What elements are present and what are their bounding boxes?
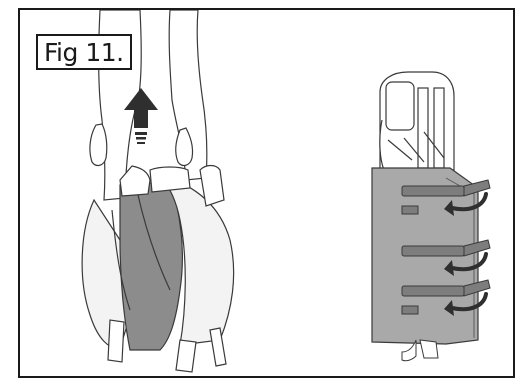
playard-top-frame [380, 72, 454, 170]
figure-label: Fig 11. [44, 40, 124, 65]
figure-frame: Fig 11. [18, 8, 515, 378]
figure-label-box: Fig 11. [36, 34, 132, 70]
travel-bag [372, 168, 478, 361]
